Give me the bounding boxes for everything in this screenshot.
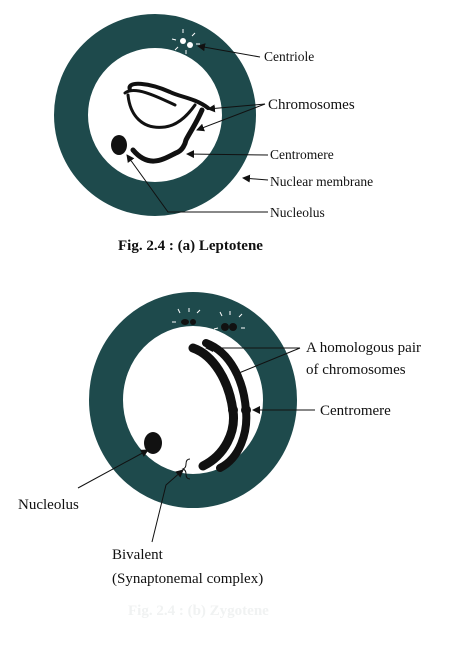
- label-chromosomes: Chromosomes: [268, 97, 355, 113]
- label-bivalent-line1: Bivalent: [112, 547, 164, 563]
- nuclear-membrane-b: [89, 292, 297, 508]
- centromere-b2: [241, 405, 251, 415]
- label-nucleolus-a: Nucleolus: [270, 205, 325, 220]
- bivalent-bracket: [181, 458, 191, 480]
- label-centromere-a: Centromere: [270, 147, 334, 162]
- pointer-lines-a: [126, 43, 269, 213]
- label-nucleolus-b: Nucleolus: [18, 497, 79, 513]
- homologous-chromosomes-b: [188, 339, 251, 472]
- centriole-a: [171, 29, 200, 54]
- label-homologous-pair-line1: A homologous pair: [306, 340, 421, 356]
- centrioles-b: [172, 308, 245, 341]
- caption-b-faint: Fig. 2.4 : (b) Zygotene: [128, 603, 269, 619]
- centromere-b1: [228, 405, 238, 415]
- label-nuclear-membrane: Nuclear membrane: [270, 174, 373, 189]
- leptotene-figure: Centriole Chromosomes Centromere Nuclear…: [54, 14, 373, 254]
- label-bivalent-line2: (Synaptonemal complex): [112, 571, 263, 587]
- chromosomes-a: [123, 81, 210, 164]
- nuclear-membrane-a: [54, 14, 256, 216]
- nucleolus-a: [111, 135, 127, 155]
- nucleolus-b: [144, 432, 162, 454]
- pointer-lines-b: [77, 344, 315, 543]
- label-centriole: Centriole: [264, 49, 314, 64]
- label-homologous-pair-line2: of chromosomes: [306, 362, 406, 378]
- caption-a: Fig. 2.4 : (a) Leptotene: [118, 238, 263, 254]
- label-centromere-b: Centromere: [320, 403, 391, 419]
- zygotene-figure: A homologous pair of chromosomes Centrom…: [18, 292, 421, 619]
